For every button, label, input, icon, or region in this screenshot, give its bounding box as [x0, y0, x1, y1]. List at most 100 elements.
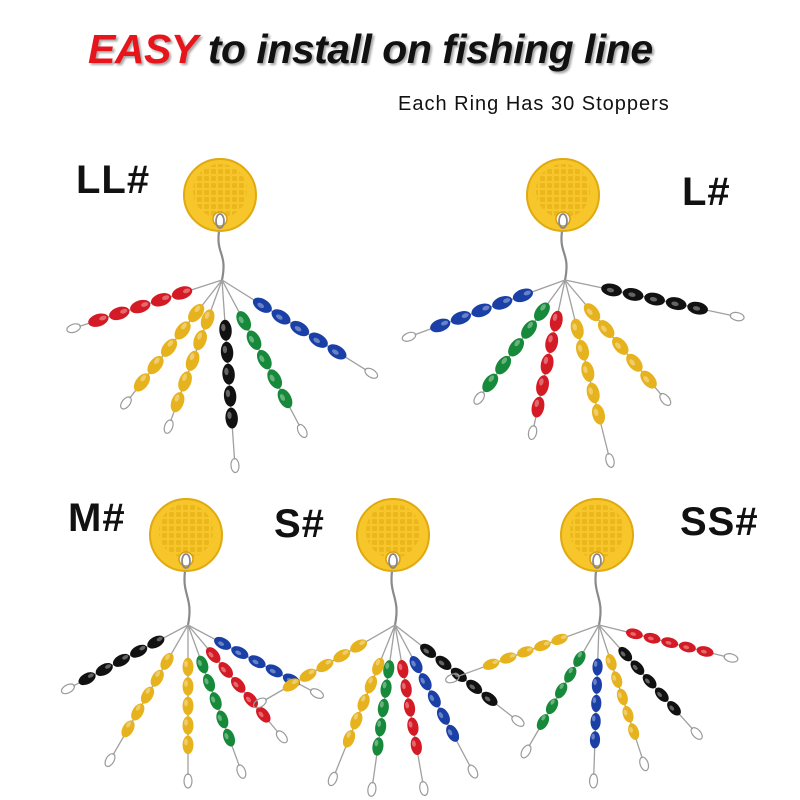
twisted-wire: [183, 564, 191, 626]
stopper-bead: [409, 656, 423, 674]
bead-highlight: [269, 374, 275, 382]
bead-highlight: [374, 739, 379, 747]
stopper-rig: [445, 498, 739, 789]
bead-highlight: [313, 337, 320, 344]
bead-highlight: [630, 632, 637, 636]
bead-highlight: [548, 335, 553, 343]
stopper-rig: [252, 498, 525, 797]
stopper-bead: [188, 303, 205, 323]
bead-highlight: [221, 323, 226, 332]
line-loop: [520, 744, 532, 759]
stopper-bead: [570, 318, 584, 340]
bead-highlight: [623, 709, 628, 716]
stopper-bead: [308, 332, 328, 348]
stopper-bead: [364, 675, 378, 694]
bead-highlight: [593, 660, 598, 667]
line-loop: [419, 780, 429, 797]
stopper-bead: [436, 707, 450, 725]
bead-highlight: [145, 687, 151, 694]
stopper-bead: [200, 309, 215, 330]
bead-highlight: [184, 719, 188, 726]
stopper-bead: [383, 660, 395, 679]
stopper-strand: [394, 624, 479, 779]
bead-highlight: [182, 373, 187, 381]
stopper-bead: [333, 649, 351, 663]
stopper-bead: [222, 728, 236, 747]
stopper-bead: [342, 729, 356, 748]
stopper-strand: [564, 279, 745, 322]
bead-highlight: [429, 694, 435, 701]
bead-highlight: [269, 668, 276, 674]
stopper-bead: [88, 313, 109, 327]
bead-highlight: [665, 640, 672, 645]
bead-highlight: [99, 315, 107, 321]
twisted-wire: [560, 224, 568, 281]
bead-highlight: [657, 691, 662, 698]
stopper-bead: [687, 301, 708, 315]
stopper-bead: [573, 651, 586, 667]
bead-highlight: [411, 660, 416, 667]
stopper-strand: [66, 279, 223, 334]
line-loop: [527, 425, 538, 441]
bead-highlight: [217, 714, 222, 721]
stopper-bead: [549, 310, 563, 332]
stopper-bead: [591, 694, 602, 712]
bead-highlight: [560, 635, 567, 640]
stopper-strand: [564, 279, 672, 407]
stopper-bead: [626, 353, 643, 372]
stopper-strand: [445, 624, 600, 684]
bead-highlight: [379, 701, 384, 708]
stopper-bead: [551, 633, 568, 645]
stopper-bead: [661, 637, 679, 648]
bead-highlight: [105, 664, 112, 669]
bead-highlight: [461, 313, 469, 318]
stopper-bead: [265, 664, 283, 678]
bead-highlight: [222, 345, 228, 354]
bead-highlight: [615, 342, 621, 349]
size-label-ss: SS#: [680, 500, 759, 544]
stopper-count-caption: Each Ring Has 30 Stoppers: [398, 93, 670, 115]
stopper-bead: [589, 731, 601, 749]
bead-highlight: [484, 696, 491, 702]
stopper-bead: [534, 302, 550, 321]
stopper-bead: [420, 643, 437, 658]
line-loop: [401, 331, 417, 342]
stopper-bead: [182, 677, 194, 696]
bead-highlight: [526, 647, 533, 652]
bead-highlight: [591, 715, 596, 722]
stopper-bead: [545, 698, 559, 715]
stopper-bead: [150, 293, 172, 307]
stopper-bead: [178, 371, 192, 392]
bead-highlight: [224, 733, 229, 740]
bead-highlight: [162, 295, 170, 301]
bead-highlight: [252, 659, 259, 665]
stopper-bead: [605, 653, 617, 671]
stopper-bead: [403, 698, 416, 717]
bead-highlight: [218, 641, 225, 646]
stopper-bead: [196, 655, 209, 674]
bead-highlight: [503, 298, 511, 303]
stopper-bead: [678, 641, 696, 653]
bead-highlight: [586, 308, 593, 315]
stopper-strand: [104, 624, 189, 768]
stopper-bead: [667, 701, 681, 716]
stopper-bead: [611, 671, 623, 688]
bead-highlight: [194, 305, 201, 312]
line-loop: [275, 730, 288, 744]
ring-texture: [366, 504, 420, 558]
bead-highlight: [559, 683, 564, 689]
stopper-bead: [628, 723, 640, 740]
stopper-strand: [598, 624, 650, 772]
bead-highlight: [204, 678, 209, 685]
stopper-bead: [492, 296, 513, 310]
twisted-wire: [217, 224, 225, 281]
bead-highlight: [377, 720, 382, 727]
line-loop: [605, 453, 615, 468]
bead-highlight: [359, 640, 366, 646]
bead-highlight: [189, 353, 195, 361]
stopper-strand: [163, 279, 223, 434]
bead-highlight: [671, 301, 679, 307]
stopper-bead: [219, 319, 232, 341]
stopper-bead: [223, 385, 237, 407]
stopper-strand: [588, 624, 603, 789]
